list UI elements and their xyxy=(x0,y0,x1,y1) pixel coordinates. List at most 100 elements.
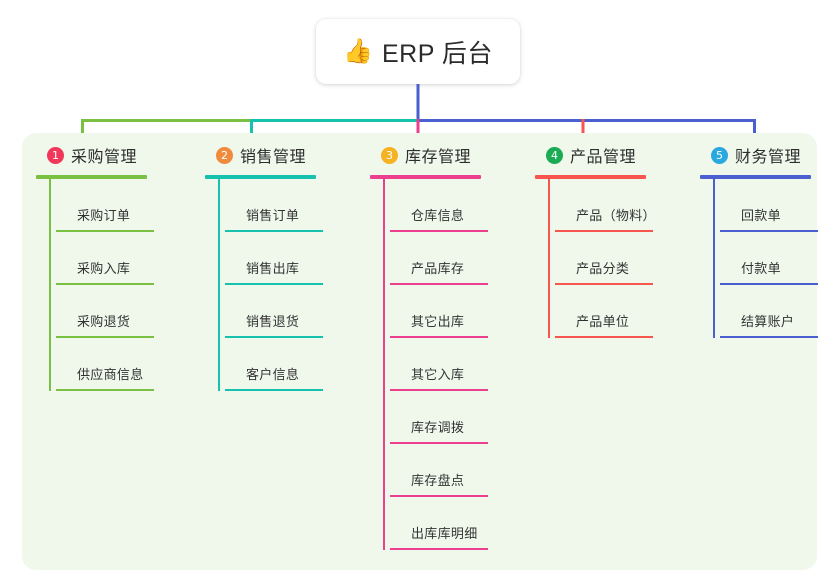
branch-items-1: 采购订单采购入库采购退货供应商信息 xyxy=(36,179,196,391)
leaf-node[interactable]: 销售退货 xyxy=(225,285,365,338)
leaf-node-label: 产品（物料） xyxy=(576,208,656,223)
leaf-node[interactable]: 产品（物料） xyxy=(555,179,695,232)
leaf-node-label: 采购订单 xyxy=(77,208,131,223)
leaf-node-label: 采购退货 xyxy=(77,314,131,329)
leaf-node[interactable]: 产品库存 xyxy=(390,232,530,285)
branch-items-5: 回款单付款单结算账户 xyxy=(700,179,839,338)
leaf-node-label: 结算账户 xyxy=(741,314,795,329)
leaf-node[interactable]: 销售出库 xyxy=(225,232,365,285)
leaf-node[interactable]: 库存盘点 xyxy=(390,444,530,497)
leaf-node[interactable]: 采购订单 xyxy=(56,179,196,232)
branch-header-3[interactable]: 3 库存管理 xyxy=(370,142,530,168)
branch-spine-5 xyxy=(713,179,715,338)
leaf-node-rule xyxy=(390,336,488,338)
branch-header-rule-4 xyxy=(535,175,646,179)
leaf-node-rule xyxy=(555,336,653,338)
leaf-node-label: 仓库信息 xyxy=(411,208,465,223)
branch-title-1: 采购管理 xyxy=(71,149,138,166)
branch-title-3: 库存管理 xyxy=(405,149,472,166)
branch-items-4: 产品（物料） 产品分类产品单位 xyxy=(535,179,695,338)
branch-spine-4 xyxy=(548,179,550,338)
leaf-node-label: 销售退货 xyxy=(246,314,300,329)
branch-header-2[interactable]: 2 销售管理 xyxy=(205,142,365,168)
branch-badge-2: 2 xyxy=(216,146,233,164)
leaf-node-label: 销售订单 xyxy=(246,208,300,223)
leaf-node-label: 采购入库 xyxy=(77,261,131,276)
branch-column-5: 5 财务管理回款单付款单结算账户 xyxy=(700,142,839,338)
branch-badge-4: 4 xyxy=(546,146,563,164)
leaf-node[interactable]: 客户信息 xyxy=(225,338,365,391)
leaf-node-rule xyxy=(390,389,488,391)
branch-items-3: 仓库信息产品库存其它出库其它入库库存调拨库存盘点出库库明细 xyxy=(370,179,530,550)
leaf-node-rule xyxy=(720,230,818,232)
leaf-node[interactable]: 其它入库 xyxy=(390,338,530,391)
leaf-node-rule xyxy=(555,283,653,285)
leaf-node-label: 产品库存 xyxy=(411,261,465,276)
leaf-node-label: 销售出库 xyxy=(246,261,300,276)
leaf-node-label: 产品分类 xyxy=(576,261,630,276)
leaf-node-rule xyxy=(225,389,323,391)
branch-column-2: 2 销售管理销售订单销售出库销售退货客户信息 xyxy=(205,142,365,391)
leaf-node-rule xyxy=(390,442,488,444)
leaf-node[interactable]: 仓库信息 xyxy=(390,179,530,232)
branch-header-4[interactable]: 4 产品管理 xyxy=(535,142,695,168)
leaf-node-rule xyxy=(225,336,323,338)
leaf-node-rule xyxy=(56,230,154,232)
branch-badge-1: 1 xyxy=(47,146,64,164)
leaf-node[interactable]: 产品单位 xyxy=(555,285,695,338)
leaf-node-label: 其它入库 xyxy=(411,367,465,382)
leaf-node-label: 其它出库 xyxy=(411,314,465,329)
leaf-node-label: 库存调拨 xyxy=(411,420,465,435)
branch-title-5: 财务管理 xyxy=(735,149,802,166)
branch-column-1: 1 采购管理采购订单采购入库采购退货供应商信息 xyxy=(36,142,196,391)
branch-title-2: 销售管理 xyxy=(240,149,307,166)
leaf-node-label: 出库库明细 xyxy=(411,526,478,541)
leaf-node-rule xyxy=(390,548,488,550)
root-node-card[interactable]: 👍 ERP 后台 xyxy=(316,19,520,84)
branch-column-3: 3 库存管理仓库信息产品库存其它出库其它入库库存调拨库存盘点出库库明细 xyxy=(370,142,530,550)
leaf-node-rule xyxy=(720,283,818,285)
leaf-node-rule xyxy=(56,389,154,391)
branch-title-4: 产品管理 xyxy=(570,149,637,166)
branch-spine-2 xyxy=(218,179,220,391)
leaf-node-label: 产品单位 xyxy=(576,314,630,329)
leaf-node[interactable]: 付款单 xyxy=(720,232,839,285)
leaf-node-label: 付款单 xyxy=(741,261,781,276)
branch-spine-1 xyxy=(49,179,51,391)
leaf-node[interactable]: 结算账户 xyxy=(720,285,839,338)
content-panel xyxy=(22,133,817,570)
leaf-node-label: 客户信息 xyxy=(246,367,300,382)
leaf-node-rule xyxy=(720,336,818,338)
leaf-node-rule xyxy=(390,495,488,497)
leaf-node[interactable]: 采购入库 xyxy=(56,232,196,285)
leaf-node-rule xyxy=(555,230,653,232)
leaf-node-rule xyxy=(56,336,154,338)
branch-header-rule-3 xyxy=(370,175,481,179)
branch-badge-5: 5 xyxy=(711,146,728,164)
branch-header-1[interactable]: 1 采购管理 xyxy=(36,142,196,168)
leaf-node-rule xyxy=(390,283,488,285)
branch-header-rule-5 xyxy=(700,175,811,179)
leaf-node[interactable]: 供应商信息 xyxy=(56,338,196,391)
leaf-node[interactable]: 出库库明细 xyxy=(390,497,530,550)
leaf-node[interactable]: 回款单 xyxy=(720,179,839,232)
branch-items-2: 销售订单销售出库销售退货客户信息 xyxy=(205,179,365,391)
leaf-node[interactable]: 采购退货 xyxy=(56,285,196,338)
leaf-node[interactable]: 产品分类 xyxy=(555,232,695,285)
leaf-node-rule xyxy=(390,230,488,232)
branch-badge-3: 3 xyxy=(381,146,398,164)
branch-header-rule-2 xyxy=(205,175,316,179)
thumbs-up-icon: 👍 xyxy=(343,37,373,65)
branch-column-4: 4 产品管理产品（物料） 产品分类产品单位 xyxy=(535,142,695,338)
leaf-node-label: 库存盘点 xyxy=(411,473,465,488)
branch-header-rule-1 xyxy=(36,175,147,179)
leaf-node-rule xyxy=(56,283,154,285)
leaf-node[interactable]: 其它出库 xyxy=(390,285,530,338)
leaf-node-label: 回款单 xyxy=(741,208,781,223)
leaf-node[interactable]: 销售订单 xyxy=(225,179,365,232)
leaf-node[interactable]: 库存调拨 xyxy=(390,391,530,444)
branch-header-5[interactable]: 5 财务管理 xyxy=(700,142,839,168)
leaf-node-label: 供应商信息 xyxy=(77,367,144,382)
branch-spine-3 xyxy=(383,179,385,550)
